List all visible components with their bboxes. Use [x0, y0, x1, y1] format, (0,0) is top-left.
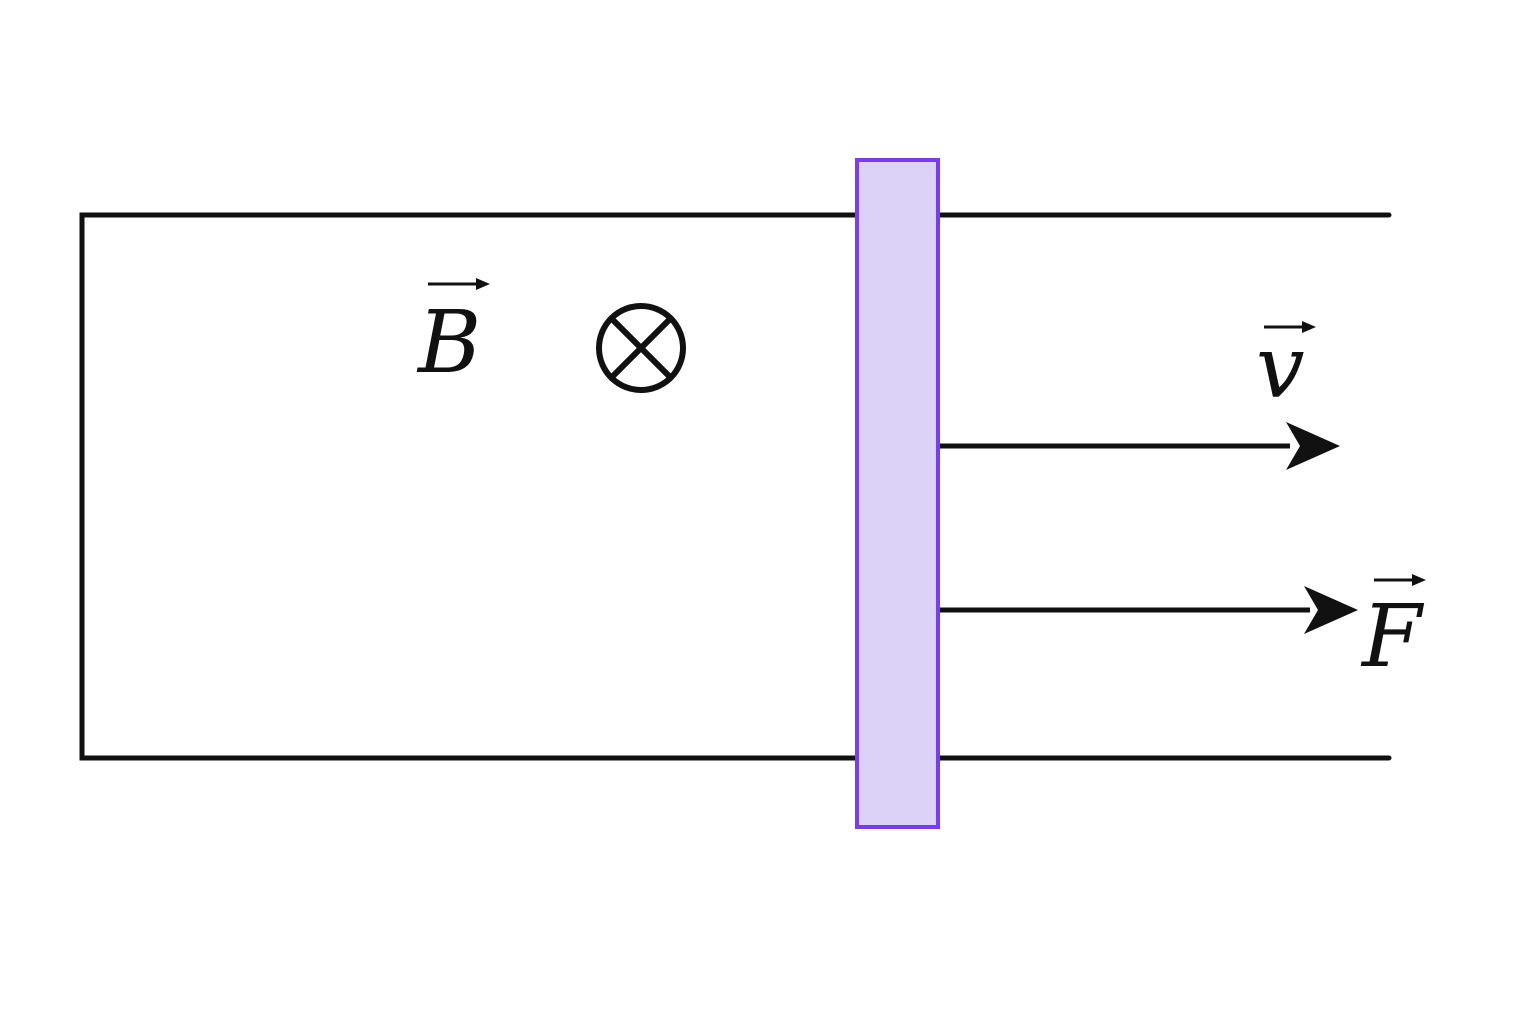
velocity-label-vector-arrowhead-icon	[1302, 321, 1316, 333]
field-into-page-icon	[596, 303, 686, 393]
magnetic-field-label: B	[416, 293, 481, 393]
force-label: F	[1360, 587, 1425, 687]
magnetic-field-vector-arrowhead-icon	[476, 278, 490, 290]
magnetic-field-label-group: B	[416, 278, 490, 393]
force-arrowhead-icon	[1304, 586, 1358, 634]
rail-circuit	[79, 212, 1392, 761]
velocity-vector: v	[940, 318, 1340, 470]
velocity-label: v	[1256, 318, 1305, 418]
sliding-rod[interactable]	[855, 158, 940, 829]
force-vector: F	[940, 574, 1426, 687]
velocity-arrowhead-icon	[1286, 422, 1340, 470]
force-label-vector-arrowhead-icon	[1412, 574, 1426, 586]
